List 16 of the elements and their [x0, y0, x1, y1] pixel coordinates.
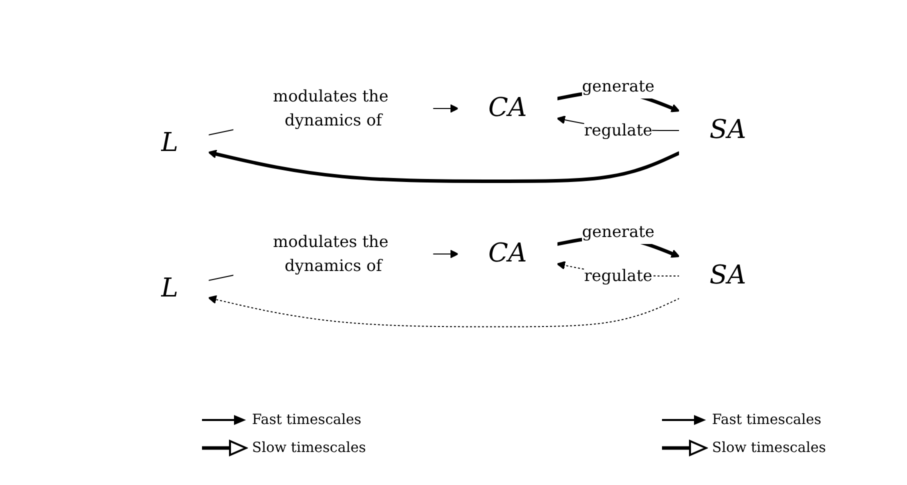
- edge-label: regulate: [584, 120, 652, 140]
- legend-text: Fast timescales: [712, 412, 822, 428]
- node-text: CA: [488, 238, 527, 268]
- edge-label: generate: [582, 76, 654, 96]
- edge-label: modulates the dynamics of: [272, 86, 388, 130]
- edge-label: modulates the dynamics of: [272, 232, 388, 275]
- edge-label: regulate: [584, 266, 652, 285]
- legend-text: Fast timescales: [252, 412, 362, 428]
- arrow: [208, 294, 680, 327]
- edge-label: generate: [582, 222, 654, 241]
- node-text: SA: [709, 114, 746, 145]
- node-text: CA: [488, 92, 527, 123]
- arrow: [208, 149, 680, 183]
- node-text: SA: [709, 260, 746, 290]
- legend-text: Slow timescales: [712, 440, 826, 456]
- legend-text: Slow timescales: [252, 440, 366, 456]
